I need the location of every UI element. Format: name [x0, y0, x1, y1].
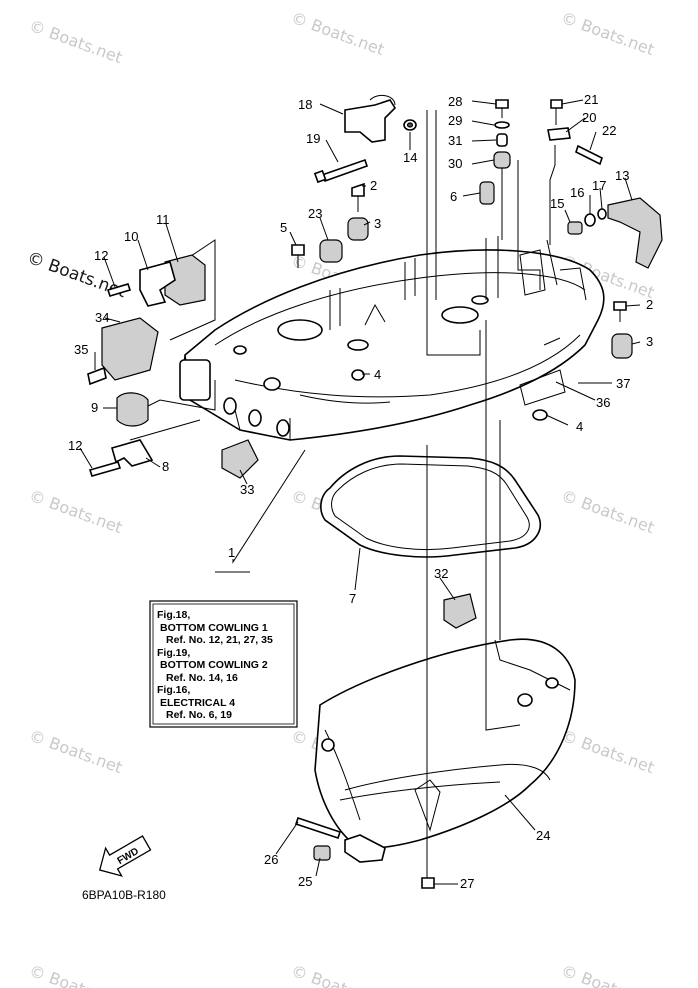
reference-box-inner [152, 603, 295, 725]
watermark: © Boats.net [289, 8, 387, 59]
callout-30: 30 [448, 156, 462, 171]
gasket-part [320, 455, 541, 558]
callout-33: 33 [240, 482, 254, 497]
callout-7: 7 [349, 591, 356, 606]
callout-9: 9 [91, 400, 98, 415]
bottom-cowling-lower [314, 638, 576, 863]
callout-22: 22 [602, 123, 616, 138]
reference-line: Ref. No. 12, 21, 27, 35 [166, 634, 273, 646]
callout-34: 34 [95, 310, 109, 325]
reference-line: Fig.18, [157, 609, 190, 621]
callout-5: 5 [280, 220, 287, 235]
callout-2: 2 [370, 178, 377, 193]
callout-35: 35 [74, 342, 88, 357]
reference-line: Fig.16, [157, 684, 190, 696]
diagram-code: 6BPA10B-R180 [82, 888, 166, 902]
callout-26: 26 [264, 852, 278, 867]
callout-23: 23 [308, 206, 322, 221]
callout-numbers: 1 2 2 3 3 4 4 5 6 7 8 9 10 11 12 12 13 1… [68, 92, 653, 891]
callout-14: 14 [403, 150, 417, 165]
callout-11: 11 [156, 212, 170, 227]
callout-6: 6 [450, 189, 457, 204]
watermark: © Boats.net [559, 961, 657, 988]
watermark: © Boats.net [27, 726, 125, 777]
callout-17: 17 [592, 178, 606, 193]
callout-24: 24 [536, 828, 550, 843]
callout-3: 3 [646, 334, 653, 349]
callout-13: 13 [615, 168, 629, 183]
reference-line: ELECTRICAL 4 [160, 697, 235, 709]
watermark: © Boats.net [289, 961, 387, 988]
small-parts [87, 94, 663, 889]
callout-19: 19 [306, 131, 320, 146]
callout-leaders [79, 99, 641, 885]
callout-31: 31 [448, 133, 462, 148]
reference-box: Fig.18, BOTTOM COWLING 1 Ref. No. 12, 21… [149, 600, 298, 728]
watermark: © Boats.net [559, 8, 657, 59]
callout-20: 20 [582, 110, 596, 125]
watermark: © Boats.net [559, 726, 657, 777]
callout-36: 36 [596, 395, 610, 410]
watermark: © Boats.net [27, 961, 125, 988]
callout-16: 16 [570, 185, 584, 200]
bottom-cowling-upper [179, 236, 605, 441]
reference-line: Ref. No. 14, 16 [166, 672, 238, 684]
callout-2: 2 [646, 297, 653, 312]
watermark: © Boats.net [27, 16, 125, 67]
callout-12: 12 [68, 438, 82, 453]
callout-21: 21 [584, 92, 598, 107]
reference-line: BOTTOM COWLING 2 [160, 659, 268, 671]
callout-27: 27 [460, 876, 474, 891]
callout-28: 28 [448, 94, 462, 109]
callout-3: 3 [374, 216, 381, 231]
reference-lines [129, 110, 558, 880]
reference-line: Ref. No. 6, 19 [166, 709, 232, 721]
reference-line: BOTTOM COWLING 1 [160, 622, 268, 634]
callout-1: 1 [228, 545, 235, 560]
reference-box-outer [149, 600, 298, 728]
callout-4: 4 [576, 419, 583, 434]
callout-37: 37 [616, 376, 630, 391]
callout-10: 10 [124, 229, 138, 244]
callout-12: 12 [94, 248, 108, 263]
callout-18: 18 [298, 97, 312, 112]
callout-32: 32 [434, 566, 448, 581]
callout-29: 29 [448, 113, 462, 128]
callout-25: 25 [298, 874, 312, 889]
fwd-arrow-icon: FWD [98, 835, 152, 877]
callout-8: 8 [162, 459, 169, 474]
callout-15: 15 [550, 196, 564, 211]
watermark: © Boats.net [559, 486, 657, 537]
watermark: © Boats.net [27, 486, 125, 537]
reference-line: Fig.19, [157, 647, 190, 659]
callout-4: 4 [374, 367, 381, 382]
